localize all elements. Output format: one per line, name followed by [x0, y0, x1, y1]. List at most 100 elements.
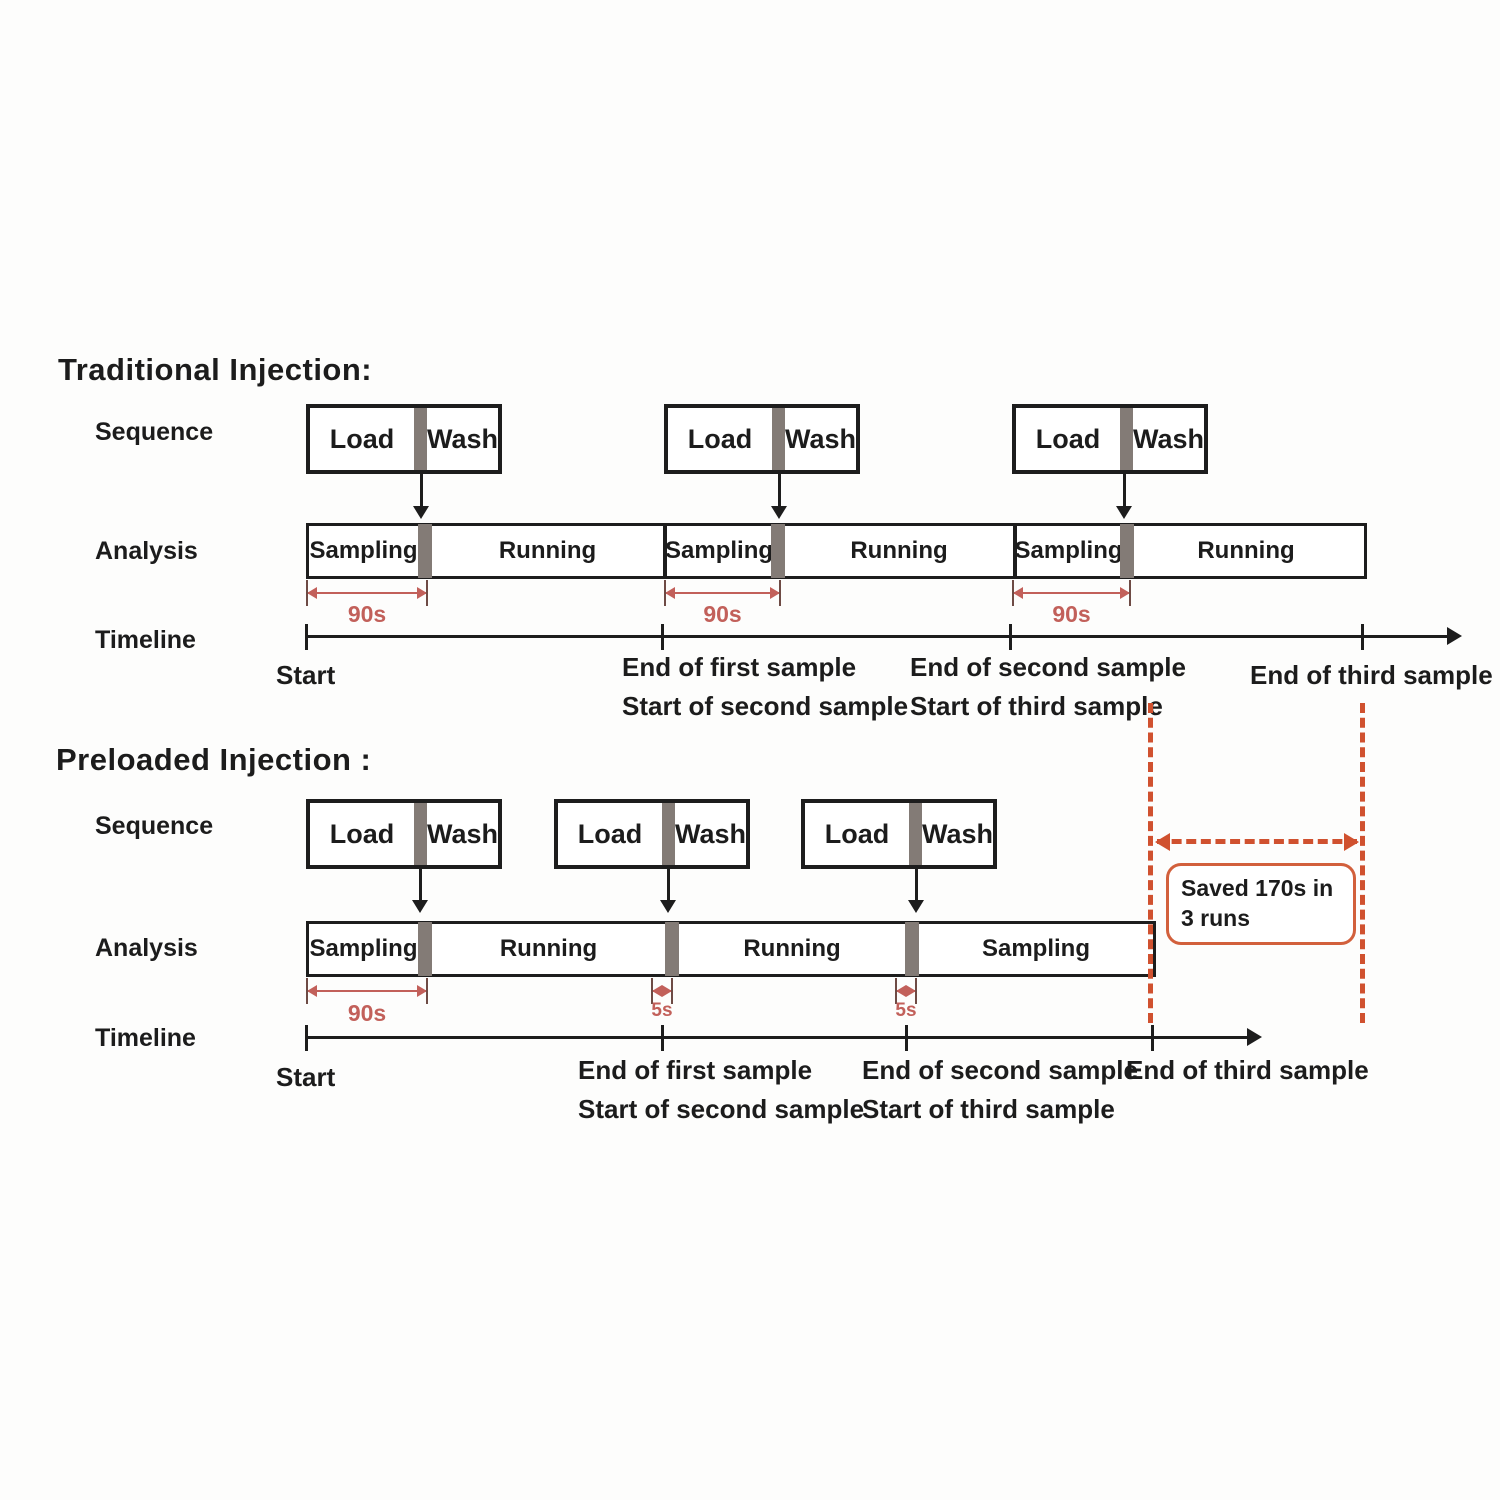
duration-measure-icon — [306, 978, 428, 1004]
wash-divider — [662, 803, 675, 865]
down-arrow-icon — [660, 868, 676, 913]
timeline-label-end2: End of second sample — [862, 1055, 1138, 1085]
load-cell: Load — [1016, 408, 1120, 470]
duration-label: 5s — [895, 1000, 917, 1021]
wash-label: Wash — [1132, 423, 1204, 454]
timeline-tick — [1361, 624, 1364, 650]
traditional-title: Traditional Injection: — [58, 352, 373, 387]
run-boundary — [1013, 526, 1017, 576]
traditional-timeline-axis — [306, 627, 1462, 645]
wash-cell: Wash — [427, 803, 498, 865]
duration-label: 90s — [1052, 601, 1091, 627]
preloaded-sequence-row-label: Sequence — [95, 812, 214, 840]
timeline-label-start2: Start of second sample — [578, 1094, 865, 1124]
preloaded-analysis-row-label: Analysis — [95, 934, 198, 962]
wash-cell: Wash — [675, 803, 746, 865]
duration-label: 5s — [651, 1000, 673, 1021]
wash-label: Wash — [426, 818, 498, 849]
timeline-label-start2: Start of second sample — [622, 691, 909, 721]
wash-divider — [909, 803, 922, 865]
timeline-tick — [305, 624, 308, 650]
segment-sampling: Sampling — [309, 935, 418, 962]
wash-label: Wash — [426, 423, 498, 454]
traditional-sequence-row-label: Sequence — [95, 418, 214, 446]
preloaded-loadwash-box-3: Load Wash — [801, 799, 997, 869]
segment-sampling: Sampling — [981, 935, 1090, 962]
injection-divider — [418, 922, 432, 976]
timeline-label-end1: End of first sample — [622, 652, 857, 682]
load-label: Load — [329, 818, 395, 849]
injection-divider — [665, 922, 679, 976]
duration-label: 90s — [703, 601, 742, 627]
traditional-loadwash-box-1: Load Wash — [306, 404, 502, 474]
timeline-label-start3: Start of third sample — [862, 1094, 1115, 1124]
timeline-label-end1: End of first sample — [578, 1055, 813, 1085]
preloaded-timeline-row-label: Timeline — [95, 1024, 196, 1052]
timeline-label-end3: End of third sample — [1126, 1055, 1369, 1085]
down-arrow-icon — [412, 868, 428, 913]
timeline-tick — [661, 624, 664, 650]
load-label: Load — [687, 423, 753, 454]
injection-divider — [771, 524, 785, 578]
segment-running: Running — [499, 935, 598, 962]
load-label: Load — [577, 818, 643, 849]
wash-label: Wash — [674, 818, 746, 849]
timeline-tick — [1151, 1025, 1154, 1051]
timeline-tick — [1009, 624, 1012, 650]
load-cell: Load — [558, 803, 662, 865]
duration-measure-icon — [306, 580, 428, 606]
wash-cell: Wash — [922, 803, 993, 865]
traditional-timeline-row-label: Timeline — [95, 626, 196, 654]
wash-cell: Wash — [785, 408, 856, 470]
duration-measure-icon — [895, 978, 917, 1004]
timeline-label-start3: Start of third sample — [910, 691, 1163, 721]
wash-label: Wash — [921, 818, 993, 849]
preloaded-loadwash-box-1: Load Wash — [306, 799, 502, 869]
injection-divider — [905, 922, 919, 976]
load-cell: Load — [310, 803, 414, 865]
wash-cell: Wash — [1133, 408, 1204, 470]
run-boundary — [663, 526, 667, 576]
segment-running: Running — [743, 935, 841, 962]
timeline-label-end2: End of second sample — [910, 652, 1186, 682]
segment-running: Running — [498, 537, 597, 564]
dashed-line-preloaded-end — [1148, 703, 1153, 1023]
duration-label: 90s — [347, 601, 387, 627]
segment-running: Running — [1197, 537, 1295, 564]
timeline-label-start: Start — [276, 660, 336, 690]
injection-divider — [418, 524, 432, 578]
down-arrow-icon — [1116, 474, 1132, 519]
preloaded-loadwash-box-2: Load Wash — [554, 799, 750, 869]
down-arrow-icon — [771, 474, 787, 519]
dashed-line-traditional-end — [1360, 703, 1365, 1023]
segment-running: Running — [850, 537, 948, 564]
wash-divider — [1120, 408, 1133, 470]
timeline-tick — [905, 1025, 908, 1051]
wash-divider — [414, 803, 427, 865]
wash-cell: Wash — [427, 408, 498, 470]
timeline-label-end3: End of third sample — [1250, 660, 1493, 690]
timeline-tick — [661, 1025, 664, 1051]
traditional-loadwash-box-2: Load Wash — [664, 404, 860, 474]
duration-measure-icon — [664, 580, 781, 606]
timeline-label-start: Start — [276, 1062, 336, 1092]
wash-divider — [414, 408, 427, 470]
segment-sampling: Sampling — [1014, 537, 1123, 564]
load-label: Load — [824, 818, 890, 849]
segment-sampling: Sampling — [309, 537, 418, 564]
wash-divider — [772, 408, 785, 470]
preloaded-analysis-bar: Sampling Running Running Sampling — [306, 921, 1156, 977]
saved-time-callout: Saved 170s in 3 runs — [1166, 863, 1356, 945]
preloaded-timeline-axis — [306, 1028, 1262, 1046]
down-arrow-icon — [413, 474, 429, 519]
load-label: Load — [329, 423, 395, 454]
injection-divider — [1120, 524, 1134, 578]
traditional-loadwash-box-3: Load Wash — [1012, 404, 1208, 474]
traditional-analysis-bar: Sampling Running Sampling Running Sampli… — [306, 523, 1367, 579]
wash-label: Wash — [784, 423, 856, 454]
load-cell: Load — [805, 803, 909, 865]
duration-measure-icon — [1012, 580, 1131, 606]
traditional-analysis-row-label: Analysis — [95, 537, 198, 565]
load-label: Load — [1035, 423, 1101, 454]
